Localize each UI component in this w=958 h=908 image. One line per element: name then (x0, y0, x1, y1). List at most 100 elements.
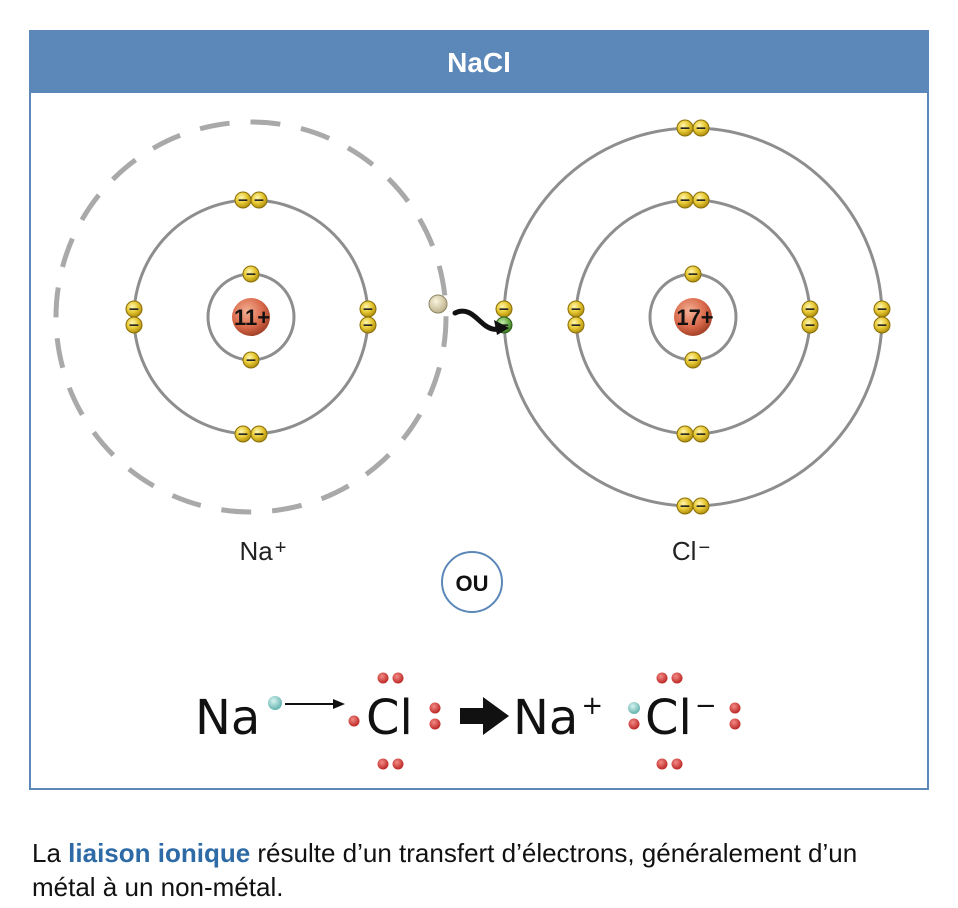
sodium-nucleus (232, 298, 270, 336)
sodium-electron-a-symbol: − (128, 302, 140, 318)
sodium-electron-symbol: − (245, 267, 257, 283)
departing-electron (428, 294, 448, 314)
chlorine-electron-a: − (801, 300, 819, 318)
lewis-dot (392, 758, 404, 770)
sodium-electron-b-symbol: − (253, 427, 265, 443)
lewis-dot (671, 672, 683, 684)
chlorine-electron-b-symbol: − (695, 499, 707, 515)
sodium-electron: − (242, 351, 260, 369)
sodium-electron-b: − (359, 316, 377, 334)
chlorine-electron-a-symbol: − (679, 193, 691, 209)
sodium-electron-symbol: − (245, 353, 257, 369)
figure-panel: Na Cl (29, 30, 929, 790)
chlorine-electron-a: − (495, 300, 513, 318)
chlorine-electron-a-symbol: − (498, 302, 510, 318)
lewis-dot (429, 702, 441, 714)
chlorine-electron-b-symbol: − (695, 121, 707, 137)
chlorine-electron: − (684, 265, 702, 283)
chlorine-electron-a-symbol: − (679, 121, 691, 137)
sodium-ion-label: Na+ (240, 536, 287, 566)
lewis-dot (656, 672, 668, 684)
chlorine-electron-a-symbol: − (570, 302, 582, 318)
sodium-lost-shell (53, 119, 449, 515)
chlorine-electron-b-symbol: − (695, 427, 707, 443)
lewis-dot (348, 715, 360, 727)
reaction-arrow-icon (460, 697, 509, 735)
lewis-dot (392, 672, 404, 684)
chlorine-electron-a: − (567, 300, 585, 318)
sodium-electron-b: − (125, 316, 143, 334)
transfer-arrowhead-icon (494, 320, 509, 335)
lewis-dot (729, 702, 741, 714)
chlorine-electron-a: − (676, 425, 694, 443)
equation-reactant-metal: Na (195, 690, 260, 746)
chlorine-electron-b-symbol: − (804, 318, 816, 334)
sodium-electron: − (242, 265, 260, 283)
or-badge-circle (441, 551, 503, 613)
sodium-electron-a: − (234, 191, 252, 209)
chlorine-nucleus-charge: 17+ (676, 305, 713, 330)
equation-transfer-arrowhead-icon (333, 699, 345, 709)
ionic-bond-diagram: 11+ 17+ −−−−−−−−−−−−−−−−−−−−−−−−−−−− Na+… (53, 119, 891, 770)
sodium-electron-b: − (250, 191, 268, 209)
caption-suffix: résulte d’un transfert d’électrons, géné… (32, 838, 858, 902)
chlorine-electron-b: − (692, 191, 710, 209)
lewis-dot (729, 718, 741, 730)
lewis-dot (429, 718, 441, 730)
chlorine-electron-b: − (692, 425, 710, 443)
chlorine-electron-a: − (676, 191, 694, 209)
chlorine-electron-a: − (676, 497, 694, 515)
lewis-dot (671, 758, 683, 770)
chlorine-electron-b: − (567, 316, 585, 334)
chlorine-ion-label: Cl− (672, 536, 710, 566)
chlorine-electron-b: − (801, 316, 819, 334)
chlorine-nucleus (674, 298, 712, 336)
chlorine-electron-a-symbol: − (876, 302, 888, 318)
chlorine-electron-symbol: − (687, 353, 699, 369)
sodium-atom: 11+ (53, 119, 449, 515)
sodium-electron-b-symbol: − (128, 318, 140, 334)
chlorine-electron-b: − (692, 497, 710, 515)
sodium-electron-a: − (125, 300, 143, 318)
sodium-electron-b-symbol: − (253, 193, 265, 209)
lewis-dot (628, 718, 640, 730)
caption-highlight: liaison ionique (68, 838, 251, 868)
sodium-electron-a-symbol: − (237, 193, 249, 209)
chlorine-electron-a-symbol: − (804, 302, 816, 318)
lewis-equation: Na Cl Na+ Cl− (195, 690, 717, 746)
equation-product-anion: Cl− (645, 690, 717, 746)
transferred-valence-electron (628, 702, 640, 714)
sodium-electron-a: − (359, 300, 377, 318)
chlorine-electron-b: − (873, 316, 891, 334)
lewis-dot (377, 758, 389, 770)
chlorine-electron-symbol: − (687, 267, 699, 283)
sodium-electron-a: − (234, 425, 252, 443)
chlorine-electron-a: − (676, 119, 694, 137)
or-badge: OU (441, 551, 503, 613)
sodium-electron-b: − (250, 425, 268, 443)
lewis-dot (656, 758, 668, 770)
lewis-dot-layer (348, 672, 741, 770)
chlorine-electron-a: − (873, 300, 891, 318)
valence-electron (268, 696, 282, 710)
chlorine-electron: − (684, 351, 702, 369)
caption-prefix: La (32, 838, 69, 868)
lewis-dot (377, 672, 389, 684)
sodium-electron-b-symbol: − (362, 318, 374, 334)
chlorine-electron-b-symbol: − (876, 318, 888, 334)
chlorine-electron-b: − (692, 119, 710, 137)
chlorine-atom: 17+ (502, 126, 884, 508)
sodium-electron-a-symbol: − (237, 427, 249, 443)
or-badge-label: OU (456, 571, 489, 596)
electron-layer: −−−−−−−−−−−−−−−−−−−−−−−−−−−− (125, 119, 891, 515)
figure-caption: La liaison ionique résulte d’un transfer… (32, 836, 922, 904)
chlorine-electron-b-symbol: − (570, 318, 582, 334)
chlorine-electron-a-symbol: − (679, 499, 691, 515)
chlorine-electron-a-symbol: − (679, 427, 691, 443)
sodium-electron-a-symbol: − (362, 302, 374, 318)
chlorine-electron-b-symbol: − (695, 193, 707, 209)
electron-transfer (428, 294, 509, 335)
sodium-nucleus-charge: 11+ (234, 305, 270, 330)
figure-title: NaCl (31, 32, 927, 93)
equation-reactant-nonmetal: Cl (366, 690, 413, 746)
